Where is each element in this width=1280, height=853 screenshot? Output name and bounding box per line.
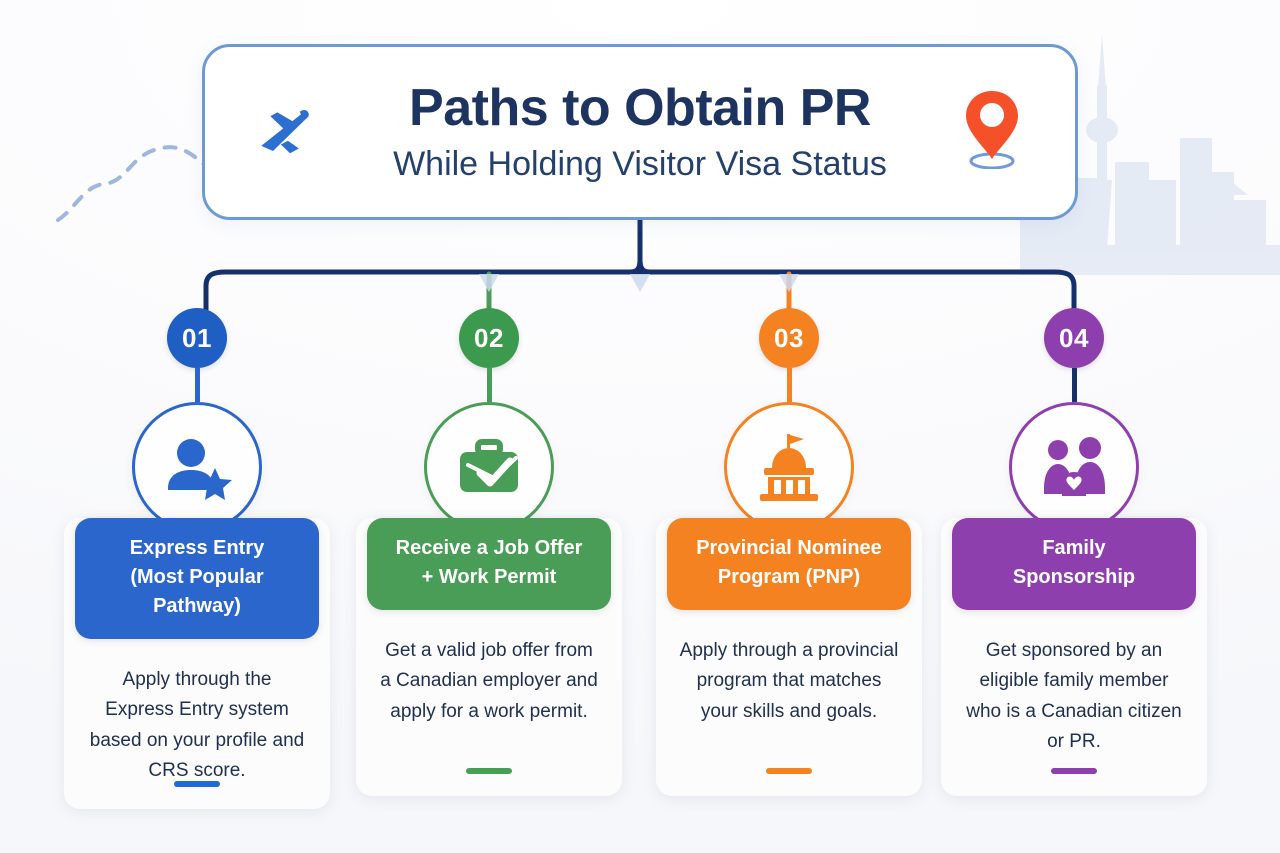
card-title-line1-1: Express Entry <box>129 537 265 559</box>
pathway-card-3[interactable]: Provincial Nominee Program (PNP) Apply t… <box>656 518 922 796</box>
card-accent-dash-4 <box>1051 768 1097 774</box>
card-header-3: Provincial Nominee Program (PNP) <box>667 518 911 610</box>
card-body-4: Get sponsored by an eligible family memb… <box>966 640 1182 753</box>
card-body-2: Get a valid job offer from a Canadian em… <box>380 640 598 722</box>
badge-stem-3 <box>786 368 792 402</box>
card-body-3: Apply through a provincial program that … <box>679 640 899 722</box>
pathway-column-4[interactable]: 04 Family Sponsorship Get sponsored by a… <box>941 308 1207 796</box>
card-title-line2-1: (Most Popular Pathway) <box>130 566 264 617</box>
family-heart-icon <box>1044 437 1105 496</box>
title-banner: Paths to Obtain PR While Holding Visitor… <box>202 44 1078 220</box>
step-number-3: 03 <box>774 322 804 353</box>
step-number-2: 02 <box>474 322 504 353</box>
card-accent-dash-1 <box>174 780 220 787</box>
card-title-line2-4: Sponsorship <box>1012 566 1136 588</box>
icon-ring-2 <box>424 402 554 532</box>
card-title-line1-2: Receive a Job Offer <box>395 537 583 559</box>
card-header-2: Receive a Job Offer + Work Permit <box>367 518 611 610</box>
card-title-line2-2: + Work Permit <box>421 566 557 588</box>
pathway-column-2[interactable]: 02 Receive a Job Offer + Work Permit Get… <box>356 308 622 796</box>
page-title: Paths to Obtain PR <box>409 79 871 137</box>
step-badge-3: 03 <box>759 308 819 368</box>
card-header-1: Express Entry (Most Popular Pathway) <box>75 518 319 639</box>
badge-stem-1 <box>194 368 200 402</box>
page-subtitle: While Holding Visitor Visa Status <box>393 144 887 183</box>
pathway-card-2[interactable]: Receive a Job Offer + Work Permit Get a … <box>356 518 622 796</box>
step-badge-1: 01 <box>167 308 227 368</box>
step-badge-2: 02 <box>459 308 519 368</box>
step-number-1: 01 <box>182 322 212 353</box>
pathway-card-4[interactable]: Family Sponsorship Get sponsored by an e… <box>941 518 1207 796</box>
pathway-card-1[interactable]: Express Entry (Most Popular Pathway) App… <box>64 518 330 809</box>
badge-stem-2 <box>486 368 492 402</box>
person-star-icon <box>168 439 232 500</box>
card-body-1: Apply through the Express Entry system b… <box>89 669 305 782</box>
card-accent-dash-3 <box>766 768 812 774</box>
pathway-column-1[interactable]: 01 Express Entry (Most Popular Pathway) … <box>64 308 330 809</box>
government-building-icon <box>760 434 818 501</box>
icon-ring-4 <box>1009 402 1139 532</box>
airplane-icon <box>261 110 309 154</box>
card-accent-dash-2 <box>466 768 512 774</box>
card-title-line1-4: Family <box>1042 537 1106 559</box>
icon-ring-1 <box>132 402 262 532</box>
briefcase-check-icon <box>460 439 518 492</box>
card-title-line2-3: Program (PNP) <box>717 566 861 588</box>
step-badge-4: 04 <box>1044 308 1104 368</box>
pathway-column-3[interactable]: 03 Provinci <box>656 308 922 796</box>
card-title-line1-3: Provincial Nominee <box>696 537 882 559</box>
badge-stem-4 <box>1071 368 1077 402</box>
connector-lines <box>203 217 1077 341</box>
location-pin-icon <box>966 91 1018 169</box>
icon-ring-3 <box>724 402 854 532</box>
card-header-4: Family Sponsorship <box>952 518 1196 610</box>
step-number-4: 04 <box>1059 322 1089 353</box>
